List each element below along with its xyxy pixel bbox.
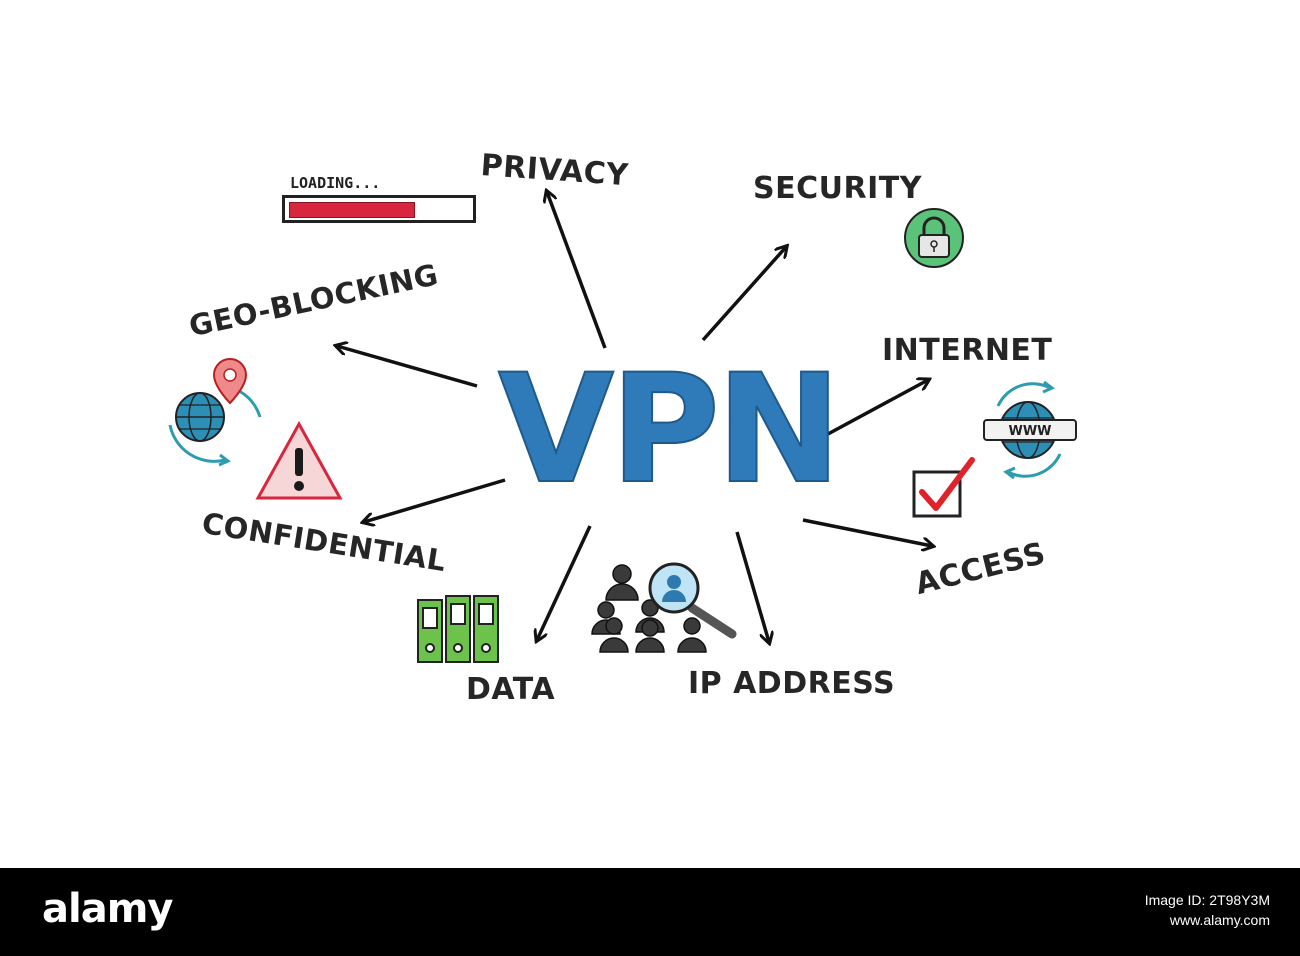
lock-icon bbox=[904, 208, 964, 268]
loading-label: LOADING... bbox=[290, 174, 381, 192]
arrow-access bbox=[802, 518, 932, 546]
arrow-data bbox=[537, 525, 592, 640]
label-ip-address: IP ADDRESS bbox=[688, 666, 896, 701]
loading-bar bbox=[282, 195, 476, 223]
arrow-geo-blocking bbox=[337, 346, 478, 388]
site-url-text[interactable]: www.alamy.com bbox=[1169, 912, 1270, 928]
warning-icon bbox=[255, 420, 343, 500]
www-text: WWW bbox=[1008, 424, 1051, 439]
diagram-canvas: VPN PRIVACY SECURITY GEO-BLOCKING INTERN… bbox=[0, 0, 1300, 868]
label-data: DATA bbox=[466, 672, 556, 707]
vpn-hub-title: VPN bbox=[497, 343, 843, 517]
arrows-layer bbox=[0, 0, 1300, 868]
people-search-icon bbox=[591, 562, 737, 653]
footer-bar bbox=[0, 868, 1300, 956]
arrow-privacy bbox=[547, 192, 607, 349]
arrow-security bbox=[701, 247, 786, 342]
checkbox-icon bbox=[912, 457, 975, 518]
arrow-ip-address bbox=[735, 531, 769, 642]
image-id-text: Image ID: 2T98Y3M bbox=[1144, 892, 1270, 908]
image-reference: Image ID: 2T98Y3M www.alamy.com bbox=[1145, 890, 1270, 930]
arrow-internet bbox=[827, 380, 928, 436]
arrow-confidential bbox=[364, 478, 506, 522]
folders-icon bbox=[417, 595, 499, 663]
label-internet: INTERNET bbox=[882, 333, 1053, 368]
globe-pin-icon bbox=[168, 357, 262, 467]
globe-www-icon: WWW bbox=[983, 380, 1077, 480]
brand-logo: alamy bbox=[42, 886, 173, 932]
loading-bar-fill bbox=[289, 202, 415, 218]
label-security: SECURITY bbox=[753, 171, 922, 206]
